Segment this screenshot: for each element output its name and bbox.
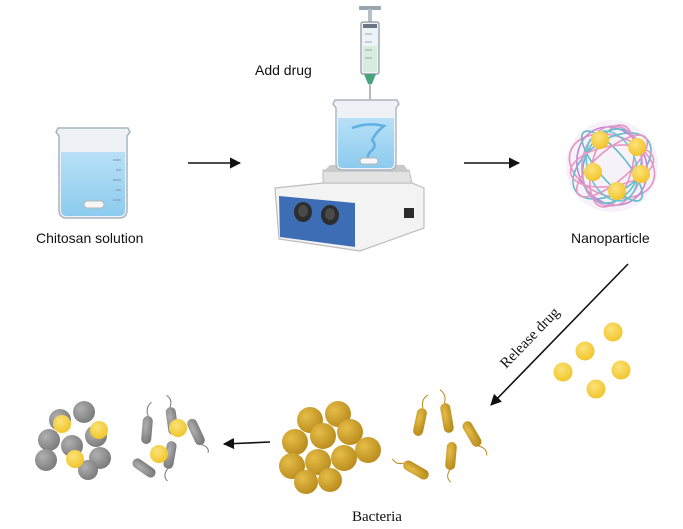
bacteria-label: Bacteria: [352, 509, 402, 525]
add-drug-label: Add drug: [255, 62, 312, 78]
release-drug-arrow: [490, 263, 629, 406]
chitosan-beaker-icon: [55, 127, 131, 219]
nanoparticle-icon: [566, 120, 658, 212]
syringe-icon: [359, 6, 381, 104]
release-drug-label: Release drug: [497, 304, 563, 372]
arrow-to-dead-bacteria: [222, 437, 271, 450]
nanoparticle-label: Nanoparticle: [571, 230, 650, 246]
live-rod-bacteria-icon: [392, 389, 488, 483]
dead-cocci-cluster-icon: [35, 401, 111, 480]
released-drug-particles: [553, 322, 631, 399]
chitosan-solution-label: Chitosan solution: [36, 230, 143, 246]
hotplate-stirrer-icon: [274, 99, 425, 252]
dead-rod-bacteria-icon: [132, 395, 209, 482]
live-cocci-cluster-icon: [279, 401, 381, 494]
